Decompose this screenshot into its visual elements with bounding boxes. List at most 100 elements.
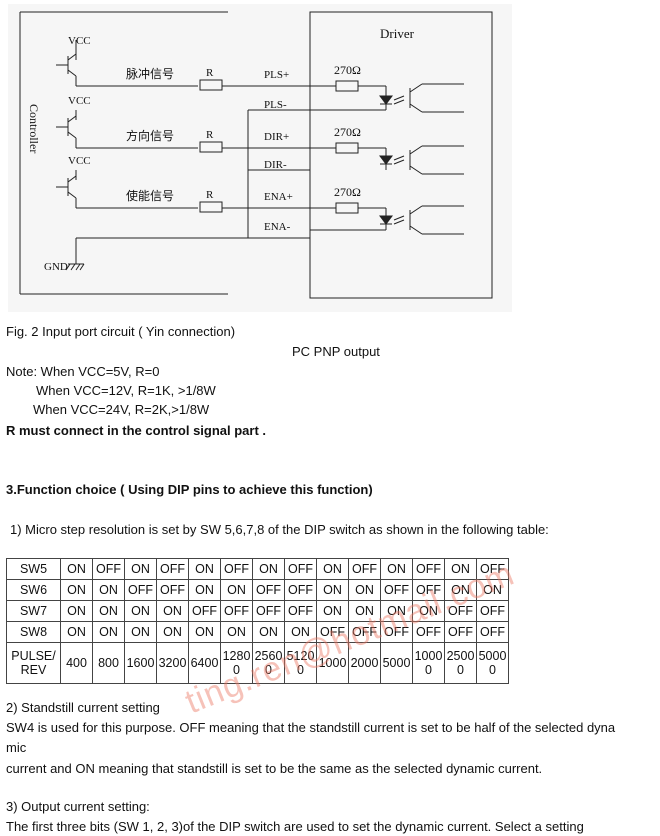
table-cell: 800 <box>92 642 125 684</box>
section-3-title: 3.Function choice ( Using DIP pins to ac… <box>6 482 373 497</box>
pin-label-dir-minus: DIR- <box>264 159 287 171</box>
table-cell: ON <box>316 558 349 580</box>
driver-label: Driver <box>380 26 415 41</box>
table-cell: ON <box>60 600 93 622</box>
pin-label-dir-plus: DIR+ <box>264 131 289 143</box>
table-cell: 1280 0 <box>220 642 253 684</box>
table-cell: ON <box>380 558 413 580</box>
table-cell: ON <box>60 558 93 580</box>
row-header: SW7 <box>6 600 61 622</box>
standstill-line-1: SW4 is used for this purpose. OFF meanin… <box>6 720 616 735</box>
table-cell: ON <box>188 621 221 643</box>
table-cell: ON <box>156 600 189 622</box>
standstill-title: 2) Standstill current setting <box>6 700 160 715</box>
table-cell: OFF <box>188 600 221 622</box>
table-cell: OFF <box>220 600 253 622</box>
table-cell: ON <box>60 621 93 643</box>
table-cell: OFF <box>348 621 381 643</box>
standstill-line-2: mic <box>6 740 27 755</box>
table-cell: OFF <box>156 579 189 601</box>
internal-resistor-label-1: 270Ω <box>334 63 361 77</box>
table-cell: ON <box>412 600 445 622</box>
table-cell: 5000 0 <box>476 642 509 684</box>
table-cell: ON <box>156 621 189 643</box>
table-cell: ON <box>124 621 157 643</box>
table-cell: ON <box>220 621 253 643</box>
table-cell: OFF <box>348 558 381 580</box>
pin-label-ena-minus: ENA- <box>264 221 291 233</box>
circuit-schematic: Driver Controller VCC VCC VCC GND 脉冲信号 方… <box>19 11 493 299</box>
vcc-label-3: VCC <box>68 155 91 167</box>
row-header: SW5 <box>6 558 61 580</box>
table-cell: ON <box>252 558 285 580</box>
direction-signal-label: 方向信号 <box>126 128 174 143</box>
table-cell: OFF <box>380 621 413 643</box>
table-cell: ON <box>92 621 125 643</box>
enable-signal-label: 使能信号 <box>126 188 174 203</box>
table-cell: OFF <box>252 600 285 622</box>
table-cell: OFF <box>476 621 509 643</box>
table-cell: ON <box>252 621 285 643</box>
resistor-label-2: R <box>206 129 214 141</box>
note-line-3: When VCC=24V, R=2K,>1/8W <box>33 402 210 417</box>
note-line-2: When VCC=12V, R=1K, >1/8W <box>36 383 216 398</box>
micro-step-intro: 1) Micro step resolution is set by SW 5,… <box>10 522 549 537</box>
table-cell: OFF <box>412 579 445 601</box>
table-cell: OFF <box>444 621 477 643</box>
table-cell: 400 <box>60 642 93 684</box>
row-header: SW6 <box>6 579 61 601</box>
pin-label-ena-plus: ENA+ <box>264 191 293 203</box>
table-cell: OFF <box>284 600 317 622</box>
table-cell: ON <box>476 579 509 601</box>
table-cell: OFF <box>252 579 285 601</box>
table-cell: ON <box>284 621 317 643</box>
table-cell: ON <box>316 600 349 622</box>
table-cell: ON <box>316 579 349 601</box>
table-cell: OFF <box>156 558 189 580</box>
row-header: PULSE/ REV <box>6 642 61 684</box>
table-cell: 6400 <box>188 642 221 684</box>
table-cell: ON <box>188 558 221 580</box>
table-cell: 3200 <box>156 642 189 684</box>
resistor-label-1: R <box>206 67 214 79</box>
resistor-label-3: R <box>206 189 214 201</box>
internal-resistor-label-2: 270Ω <box>334 125 361 139</box>
table-cell: 1600 <box>124 642 157 684</box>
gnd-label: GND <box>44 261 68 273</box>
input-port-circuit-diagram: Driver Controller VCC VCC VCC GND 脉冲信号 方… <box>8 4 512 312</box>
note-line-1: Note: When VCC=5V, R=0 <box>6 364 160 379</box>
table-cell: ON <box>60 579 93 601</box>
table-cell: ON <box>92 600 125 622</box>
table-cell: ON <box>92 579 125 601</box>
table-cell: ON <box>380 600 413 622</box>
controller-label: Controller <box>27 104 41 153</box>
table-cell: 1000 0 <box>412 642 445 684</box>
figure-caption: Fig. 2 Input port circuit ( Yin connecti… <box>6 324 236 339</box>
table-cell: ON <box>348 600 381 622</box>
table-cell: ON <box>124 558 157 580</box>
standstill-line-3: current and ON meaning that standstill i… <box>6 761 543 776</box>
table-cell: 2500 0 <box>444 642 477 684</box>
r-must-connect-note: R must connect in the control signal par… <box>6 423 267 438</box>
table-cell: ON <box>124 600 157 622</box>
table-cell: OFF <box>476 558 509 580</box>
table-cell: OFF <box>92 558 125 580</box>
table-cell: ON <box>348 579 381 601</box>
table-cell: 5000 <box>380 642 413 684</box>
pnp-output-caption: PC PNP output <box>292 344 380 359</box>
table-cell: OFF <box>124 579 157 601</box>
table-cell: OFF <box>284 579 317 601</box>
table-cell: OFF <box>412 558 445 580</box>
output-current-line-1: The first three bits (SW 1, 2, 3)of the … <box>6 819 584 834</box>
vcc-label-2: VCC <box>68 95 91 107</box>
pin-label-pls-minus: PLS- <box>264 99 287 111</box>
output-current-title: 3) Output current setting: <box>6 799 150 814</box>
table-cell: ON <box>220 579 253 601</box>
table-cell: OFF <box>476 600 509 622</box>
vcc-label-1: VCC <box>68 35 91 47</box>
internal-resistor-label-3: 270Ω <box>334 185 361 199</box>
